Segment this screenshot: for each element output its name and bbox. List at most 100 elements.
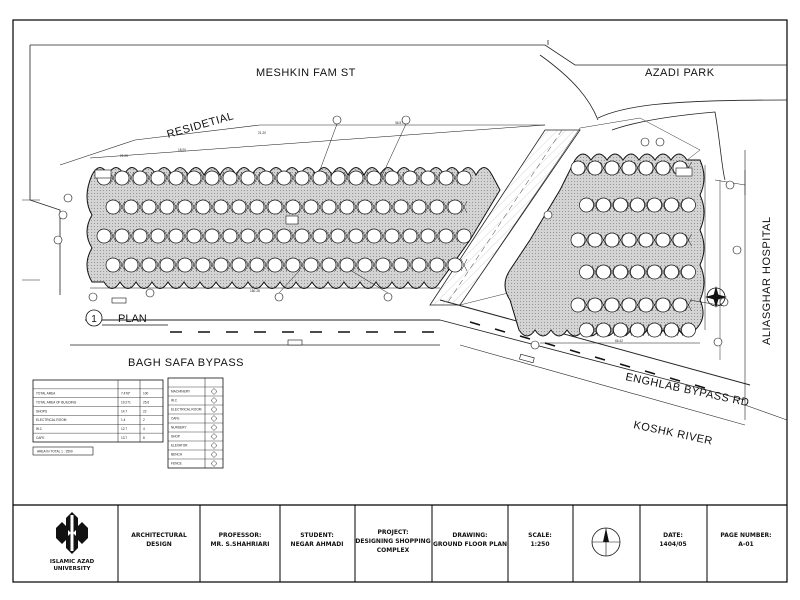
shop-unit xyxy=(123,257,139,273)
right-block-service-box xyxy=(675,167,693,177)
x-column-marker xyxy=(325,171,333,185)
drawing-name: GROUND FLOOR PLAN xyxy=(433,541,507,548)
x-column-marker xyxy=(307,171,315,185)
x-column-marker xyxy=(415,171,423,185)
area-table-cell: 8 xyxy=(143,436,145,440)
street-label-bypass-south: BAGH SAFA BYPASS xyxy=(128,357,244,369)
shop-unit xyxy=(664,264,679,280)
x-column-marker xyxy=(334,200,342,214)
x-column-marker xyxy=(379,229,387,243)
plan-number: 1 xyxy=(91,314,97,325)
shop-unit xyxy=(204,170,220,186)
x-column-marker xyxy=(226,258,234,272)
x-column-marker xyxy=(262,200,270,214)
shop-unit xyxy=(168,228,184,244)
shop-unit xyxy=(141,257,157,273)
x-column-marker xyxy=(181,171,189,185)
shop-unit xyxy=(587,160,603,176)
area-table-cell: 7.476* xyxy=(121,392,131,396)
title-block-north-icon xyxy=(591,527,621,557)
x-column-marker xyxy=(424,200,432,214)
legend-symbol-icon xyxy=(210,388,218,395)
area-table-cell: 4 xyxy=(143,427,145,431)
x-column-marker xyxy=(442,258,450,272)
x-column-marker xyxy=(334,258,342,272)
x-column-marker xyxy=(280,200,288,214)
x-column-marker xyxy=(172,200,180,214)
shop-unit xyxy=(267,257,283,273)
shop-unit xyxy=(456,170,472,186)
plan-text: PLAN xyxy=(118,313,147,325)
shop-unit xyxy=(630,322,645,338)
shop-unit xyxy=(231,199,247,215)
dimension-top-a: 21.20 xyxy=(120,154,128,158)
x-column-marker xyxy=(262,258,270,272)
x-column-marker xyxy=(343,171,351,185)
x-column-marker xyxy=(634,298,641,312)
shop-unit xyxy=(630,197,645,213)
legend-symbol-icon xyxy=(210,460,218,467)
student-name: NEGAR AHMADI xyxy=(291,541,344,548)
shop-unit xyxy=(177,257,193,273)
dimension-bottom-right: 66.42 xyxy=(615,339,623,343)
site-context xyxy=(22,40,788,426)
x-column-marker xyxy=(424,258,432,272)
shop-unit xyxy=(105,257,121,273)
x-column-marker xyxy=(406,258,414,272)
x-column-marker xyxy=(608,198,616,212)
shop-unit xyxy=(681,264,696,280)
shop-unit xyxy=(613,322,628,338)
shop-unit xyxy=(681,197,696,213)
shop-unit xyxy=(579,197,594,213)
shop-unit xyxy=(402,170,418,186)
area-table-cell: SHOPS xyxy=(36,409,47,413)
x-column-marker xyxy=(642,265,650,279)
shop-unit xyxy=(366,170,382,186)
area-table-cell: 14.7 xyxy=(121,409,127,413)
x-column-marker xyxy=(642,323,650,337)
x-column-marker xyxy=(668,233,675,247)
x-column-marker xyxy=(370,258,378,272)
x-column-marker xyxy=(659,198,667,212)
x-column-marker xyxy=(190,258,198,272)
shop-unit xyxy=(604,297,620,313)
shop-unit xyxy=(141,199,157,215)
x-column-marker xyxy=(625,198,633,212)
x-column-marker xyxy=(199,229,207,243)
shop-unit xyxy=(357,257,373,273)
shop-unit xyxy=(655,160,671,176)
x-column-marker xyxy=(451,171,459,185)
shop-unit xyxy=(213,199,229,215)
x-column-marker xyxy=(361,229,369,243)
x-column-marker xyxy=(172,258,180,272)
x-column-marker xyxy=(676,323,684,337)
shop-unit xyxy=(655,232,671,248)
area-table-cell: 2 xyxy=(143,418,145,422)
shop-unit xyxy=(222,170,238,186)
legend-symbol-icon xyxy=(210,442,218,449)
street-label-hospital: ALIASGHAR HOSPITAL xyxy=(761,216,773,345)
x-column-marker xyxy=(433,171,441,185)
dimension-top-b: 18.00 xyxy=(178,148,186,152)
shop-unit xyxy=(321,199,337,215)
road-centerline-south xyxy=(170,321,706,389)
shop-unit xyxy=(294,170,310,186)
university-name-line2: UNIVERSITY xyxy=(53,566,91,572)
shop-unit xyxy=(638,232,654,248)
shop-unit xyxy=(393,199,409,215)
dimension-labels: 21.20 18.00 21.20 36.57 180.28 66.42 xyxy=(120,121,623,343)
shop-unit xyxy=(579,322,594,338)
project-name-line2: COMPLEX xyxy=(377,547,410,554)
shop-unit xyxy=(312,228,328,244)
shop-unit xyxy=(249,199,265,215)
x-column-marker xyxy=(460,258,468,272)
x-column-marker xyxy=(136,200,144,214)
area-table-cell: TOTAL AREA OF BUILDING xyxy=(36,400,77,404)
x-column-marker xyxy=(659,323,667,337)
x-column-marker xyxy=(163,229,171,243)
shop-unit xyxy=(596,322,611,338)
shop-unit xyxy=(613,197,628,213)
x-column-marker xyxy=(617,161,624,175)
legend-symbol-icon xyxy=(210,415,218,422)
legend-symbol-icon xyxy=(210,433,218,440)
